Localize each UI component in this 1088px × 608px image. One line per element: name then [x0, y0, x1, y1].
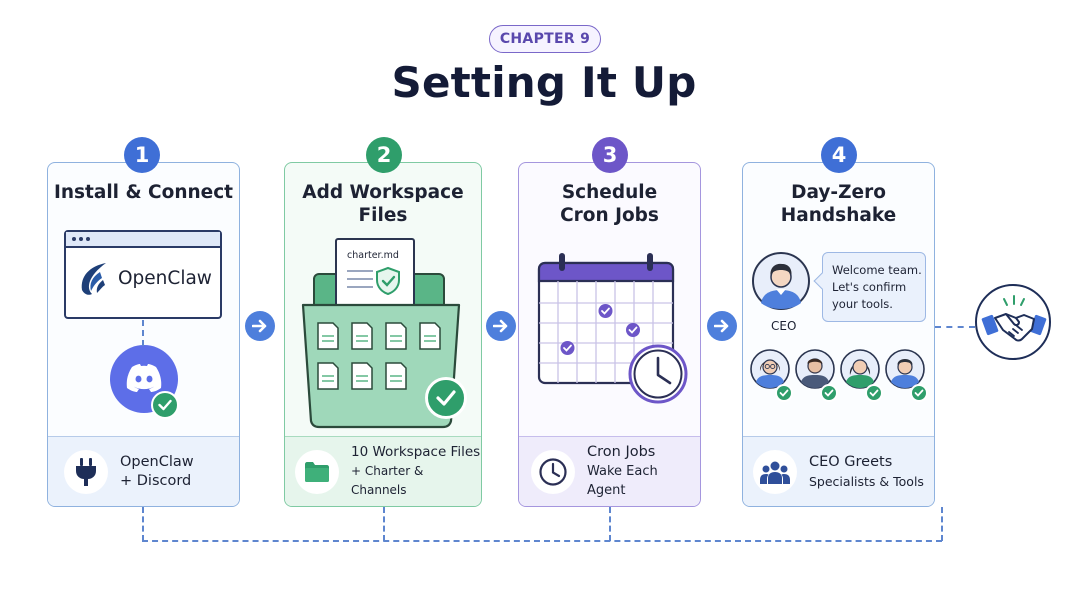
speech-bubble: Welcome team. Let's confirm your tools.: [813, 252, 926, 322]
connector-line: [941, 507, 943, 541]
speech-line: your tools.: [832, 297, 893, 311]
step-4-number: 4: [821, 137, 857, 173]
speech-line: Let's confirm: [832, 280, 907, 294]
team-icon: [753, 449, 797, 494]
connector-line: [142, 507, 144, 541]
step-footer: Cron Jobs Wake Each Agent: [519, 436, 700, 506]
footer-line: OpenClaw: [120, 453, 194, 470]
connector-line: [383, 507, 385, 541]
footer-line: Specialists & Tools: [809, 473, 924, 489]
document-shield-icon: charter.md: [335, 238, 415, 310]
footer-line: Wake Each Agent: [587, 464, 658, 498]
openclaw-app-label: OpenClaw: [118, 268, 212, 289]
step-footer: 10 Workspace Files + Charter & Channels: [285, 436, 481, 506]
step-footer: OpenClaw + Discord: [48, 436, 239, 506]
specialist-avatar: [795, 349, 835, 389]
scheduled-check-icon: [560, 304, 640, 355]
specialist-avatar: [885, 349, 925, 389]
openclaw-logo: [81, 263, 106, 295]
step-title: Add Workspace Files: [302, 182, 464, 226]
step-1-number: 1: [124, 137, 160, 173]
ceo-avatar: [752, 252, 810, 310]
arrow-right-icon: [245, 311, 275, 341]
charter-file-label: charter.md: [347, 250, 399, 261]
clock-icon: [531, 449, 575, 494]
step-card-day-zero-handshake: Day-Zero Handshake CEO Welcome team. Let…: [742, 162, 935, 507]
step-title: Install & Connect: [53, 182, 234, 203]
step-card-cron-jobs: Schedule Cron Jobs: [518, 162, 701, 507]
check-badge-icon: [151, 391, 179, 419]
specialist-avatar: [750, 349, 790, 389]
specialist-avatars: [750, 349, 928, 402]
step-title: Day-Zero Handshake: [780, 182, 897, 226]
clock-icon: [628, 344, 688, 404]
step-footer: CEO Greets Specialists & Tools: [743, 436, 934, 506]
connector-line: [609, 507, 611, 541]
footer-line: 10 Workspace Files: [351, 444, 481, 460]
folder-icon: [295, 449, 339, 494]
step-2-number: 2: [366, 137, 402, 173]
check-badge-icon: [775, 384, 928, 402]
folder-icon: [301, 303, 461, 429]
arrow-right-icon: [486, 311, 516, 341]
page-title: Setting It Up: [391, 58, 697, 107]
check-badge-icon: [425, 377, 467, 419]
footer-line: CEO Greets: [809, 453, 893, 470]
handshake-icon: [975, 284, 1051, 360]
step-3-number: 3: [592, 137, 628, 173]
plug-icon: [64, 449, 108, 494]
ceo-label: CEO: [771, 319, 797, 333]
step-title: Schedule Cron Jobs: [560, 182, 659, 226]
specialist-avatar: [840, 349, 880, 389]
connector-line: [935, 326, 975, 328]
step-card-workspace-files: Add Workspace Files charter.md: [284, 162, 482, 507]
footer-line: + Discord: [120, 472, 192, 489]
chapter-badge: CHAPTER 9: [489, 25, 601, 53]
connector-line: [142, 320, 144, 346]
speech-line: Welcome team.: [832, 263, 922, 277]
footer-line: + Charter & Channels: [351, 464, 424, 497]
bottom-connector-line: [142, 540, 942, 542]
step-card-install-connect: Install & Connect OpenClaw: [47, 162, 240, 507]
arrow-right-icon: [707, 311, 737, 341]
browser-window-icon: OpenClaw: [64, 230, 222, 319]
footer-line: Cron Jobs: [587, 444, 656, 460]
